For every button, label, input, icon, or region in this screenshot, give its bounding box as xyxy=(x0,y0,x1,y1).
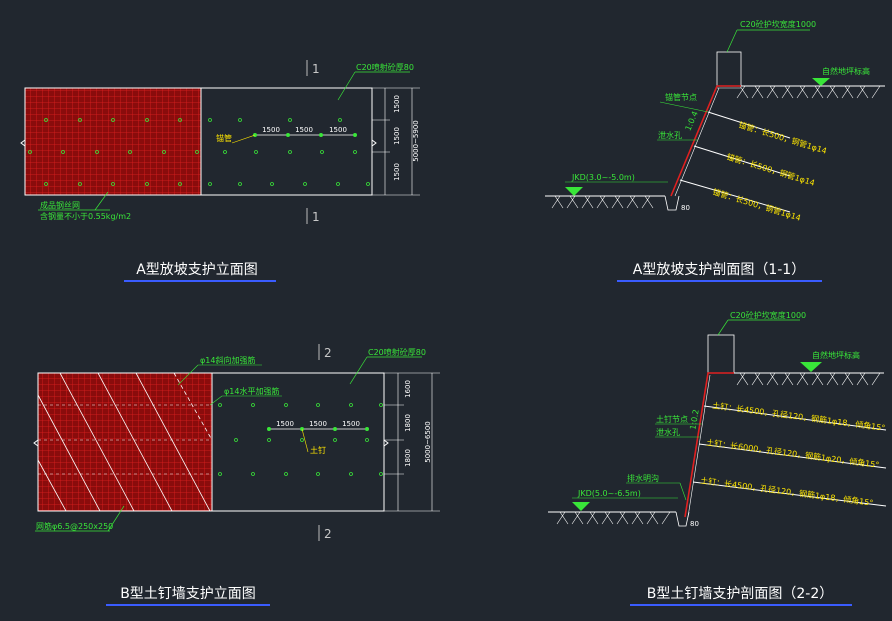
node-label: 锚管节点 xyxy=(665,92,697,102)
concrete-label: C20喷射砼厚80 xyxy=(356,62,414,72)
concrete-label: C20喷射砼厚80 xyxy=(368,347,426,357)
mesh-label-1: 成品钢丝网 xyxy=(40,200,80,210)
mesh-label: 网筋φ6.5@250x250 xyxy=(36,521,113,531)
wall-outline xyxy=(24,87,373,196)
anchor-3: 锚管：长500，钢管1φ14 xyxy=(711,186,802,222)
anchor-dots-mesh xyxy=(28,118,199,186)
height-dim-3: 1800 xyxy=(404,449,412,467)
slope-face xyxy=(684,372,734,518)
height-dim-2: 1500 xyxy=(393,127,401,145)
height-dim-1: 1500 xyxy=(393,95,401,113)
ground-label: 自然地坪标高 xyxy=(822,66,870,76)
total-height: 5000~5900 xyxy=(412,120,420,162)
nail-3: 土钉：长4500，孔径120，钢筋1φ18，倾角15° xyxy=(700,475,874,508)
curb-label: C20砼护坎宽度1000 xyxy=(740,19,816,29)
curb-label: C20砼护坎宽度1000 xyxy=(730,310,806,320)
nail-1: 土钉：长4500，孔径120，钢筋1φ18，倾角15° xyxy=(712,400,886,433)
spacing-1: 1500 xyxy=(276,420,294,428)
anchor-1: 锚管：长500，钢管1φ14 xyxy=(737,119,828,155)
concrete-curb xyxy=(707,334,735,374)
nail-dots xyxy=(218,403,383,476)
steel-mesh-area xyxy=(25,88,201,195)
soil-nails xyxy=(692,405,887,507)
mesh-label-2: 含钢量不小于0.55kg/m2 xyxy=(40,211,131,221)
ground-label: 自然地坪标高 xyxy=(812,350,860,360)
slope-face xyxy=(670,85,741,197)
rebar-label-1: φ14斜向加强筋 xyxy=(200,355,255,365)
spacing-3: 1500 xyxy=(342,420,360,428)
panel-a-section-title: A型放坡支护剖面图（1-1） xyxy=(633,262,805,278)
node-label: 土钉节点 xyxy=(656,414,688,424)
section-mark-bottom: 2 xyxy=(324,527,332,541)
anchor-label: 锚管 xyxy=(216,133,232,143)
wall-outline xyxy=(37,372,385,512)
section-mark-bottom: 1 xyxy=(312,210,320,224)
height-dim-2: 1800 xyxy=(404,414,412,432)
horizontal-rebar xyxy=(38,404,212,475)
panel-b-elevation-title: B型土钉墙支护立面图 xyxy=(120,586,256,602)
ditch-label: 排水明沟 xyxy=(627,473,659,483)
steel-mesh-area xyxy=(38,373,212,511)
slope-ratio: 1:0.4 xyxy=(684,110,700,132)
panel-a-section: C20砼护坎宽度1000 自然地坪标高 JKD(3.0~-5.0m) 80 1:… xyxy=(545,19,885,282)
anchor-dots xyxy=(208,118,370,186)
spacing-2: 1500 xyxy=(295,126,313,134)
bottom-dim: 80 xyxy=(690,520,699,528)
drain-label: 泄水孔 xyxy=(658,130,682,140)
panel-a-elevation: 1500 1500 1500 锚管 C20喷射砼厚80 1 1 1500 150… xyxy=(20,60,420,282)
panel-b-elevation: 1500 1500 1500 土钉 φ14斜向加强筋 φ14水平加强筋 C20喷… xyxy=(33,344,440,606)
anchor-bars xyxy=(679,111,791,213)
depth-label: JKD(5.0~-6.5m) xyxy=(577,489,641,498)
nail-2: 土钉：长6000，孔径120，钢筋1φ20，倾角15° xyxy=(706,437,880,470)
rebar-label-2: φ14水平加强筋 xyxy=(224,386,279,396)
slope-ratio: 1:0.2 xyxy=(688,409,700,431)
panel-b-section: C20砼护坎宽度1000 自然地坪标高 JKD(5.0~-6.5m) 80 排水… xyxy=(548,310,887,606)
concrete-curb xyxy=(716,51,742,87)
depth-label: JKD(3.0~-5.0m) xyxy=(571,173,635,182)
panel-b-section-title: B型土钉墙支护剖面图（2-2） xyxy=(647,586,833,602)
anchor-2: 锚管：长500，钢管1φ14 xyxy=(725,151,816,187)
section-mark-top: 2 xyxy=(324,346,332,360)
spacing-3: 1500 xyxy=(329,126,347,134)
spacing-1: 1500 xyxy=(262,126,280,134)
diagonal-rebar xyxy=(37,372,213,512)
nail-label: 土钉 xyxy=(310,445,326,455)
total-height: 5000~6500 xyxy=(424,421,432,463)
height-dim-1: 1600 xyxy=(404,380,412,398)
spacing-2: 1500 xyxy=(309,420,327,428)
height-dim-3: 1500 xyxy=(393,163,401,181)
panel-a-elevation-title: A型放坡支护立面图 xyxy=(136,262,258,278)
drain-label: 泄水孔 xyxy=(656,427,680,437)
section-mark-top: 1 xyxy=(312,62,320,76)
bottom-dim: 80 xyxy=(681,204,690,212)
